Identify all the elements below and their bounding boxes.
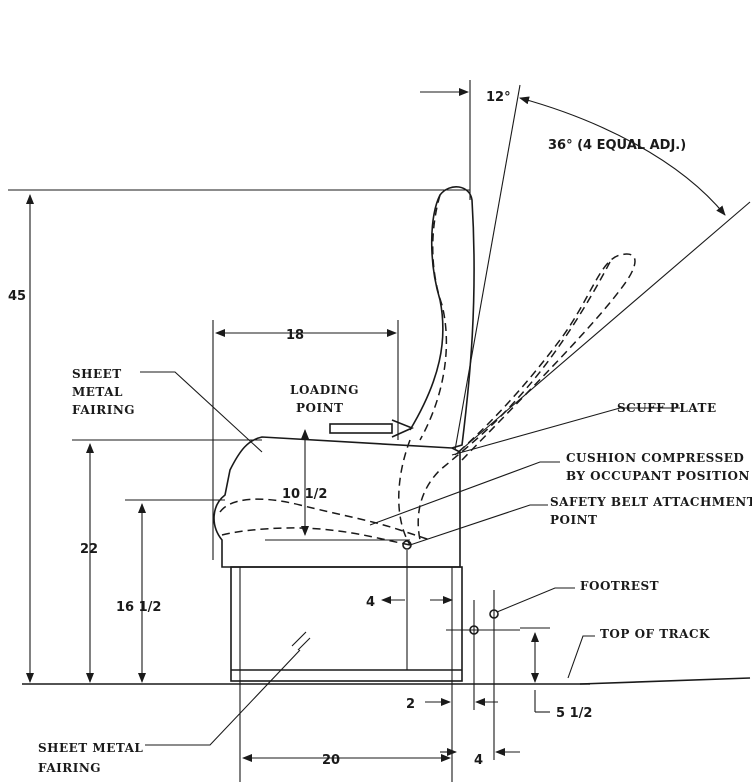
track-line-right (579, 677, 751, 685)
back-12deg-line (454, 84, 521, 451)
dim-22: 22 (80, 542, 98, 557)
cushion-compressed-outline-lower (221, 527, 411, 546)
dim-10: 10 1/2 (282, 487, 327, 502)
dim-2: 2 (406, 697, 415, 712)
seat-back-reclined (454, 253, 636, 461)
dim-5-1-2: 5 1/2 (556, 706, 592, 721)
label-footrest: FOOTREST (580, 579, 659, 593)
seat-back-upright (409, 186, 475, 449)
dim-angle-12: 12° (486, 90, 511, 105)
label-safety-belt: SAFETY BELT ATTACHMENT POINT (550, 495, 752, 527)
dim-4-belt-text: 4 (366, 595, 375, 610)
dim-18: 18 (286, 328, 304, 343)
label-sheet-metal-bottom: SHEET METAL FAIRING (38, 741, 148, 775)
angle-36-arc (519, 96, 726, 216)
seat-back-upright-inner (419, 194, 448, 441)
label-scuff-plate: SCUFF PLATE (617, 401, 717, 415)
seat-back-lower-dashed (398, 439, 411, 546)
dim-20: 20 (322, 753, 340, 768)
seat-base (230, 566, 463, 782)
dim-angle-36: 36° (4 EQUAL ADJ.) (548, 138, 686, 153)
label-sheet-metal-top: SHEET METAL FAIRING (72, 367, 135, 417)
seat-back-reclined-inner (417, 261, 611, 541)
label-top-of-track: TOP OF TRACK (600, 627, 710, 641)
weld-mark (291, 631, 311, 651)
dim-4-footrest: 4 (474, 753, 483, 768)
back-36deg-line (454, 201, 751, 456)
dim-45: 45 (8, 289, 26, 304)
label-cushion-compressed: CUSHION COMPRESSED BY OCCUPANT POSITION (566, 451, 750, 483)
loading-point-arrow (329, 419, 415, 438)
seat-cushion (213, 436, 461, 568)
dim-16: 16 1/2 (116, 600, 161, 615)
label-loading-point: LOADING POINT (290, 383, 364, 415)
cushion-compressed-outline (219, 498, 431, 541)
